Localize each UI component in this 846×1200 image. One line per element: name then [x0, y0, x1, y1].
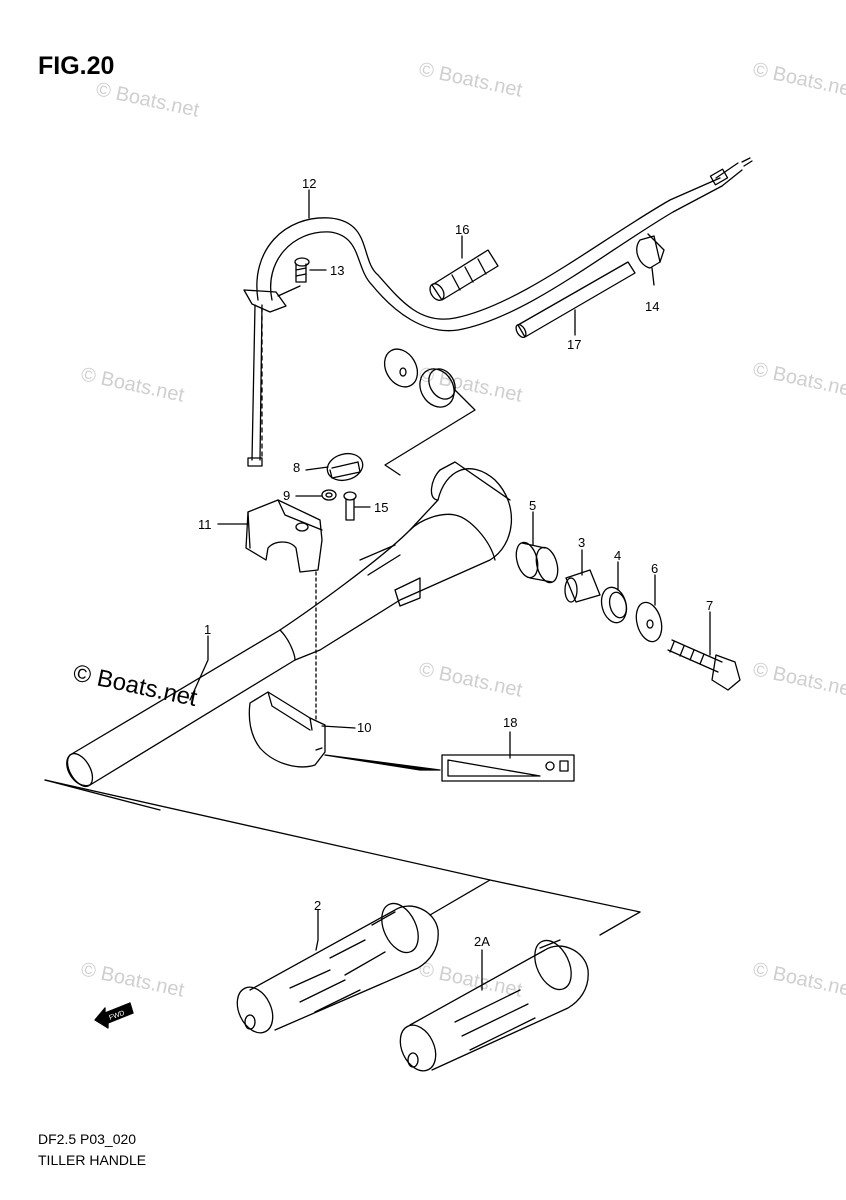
nut-9-part [321, 489, 337, 501]
sleeve-16-part [429, 249, 499, 301]
part-label: 17 [567, 337, 581, 352]
part-label: 18 [503, 715, 517, 730]
watermark: © Boats.net [71, 659, 200, 712]
grip-2a-part [399, 939, 589, 1072]
part-label: 12 [302, 176, 316, 191]
watermark: © Boats.net [417, 58, 525, 101]
watermark: © Boats.net [751, 358, 846, 401]
watermark: © Boats.net [79, 958, 187, 1001]
screw-15-part [343, 491, 357, 521]
part-label: 6 [651, 561, 658, 576]
bolt-7-part [667, 639, 741, 691]
throttle-cable-part [243, 157, 753, 467]
clamp-upper-11-part [245, 499, 323, 573]
grip-2-part [236, 902, 439, 1034]
part-labels: 1 2 2A 3 4 5 6 7 8 9 10 11 12 13 14 15 1… [198, 176, 713, 949]
part-label: 16 [455, 222, 469, 237]
washer-6-part [635, 601, 663, 643]
watermark: © Boats.net [751, 658, 846, 701]
part-label: 2A [474, 934, 490, 949]
washer-4-part [600, 586, 628, 624]
part-label: 4 [614, 548, 621, 563]
part-label: 9 [283, 488, 290, 503]
watermark: © Boats.net [94, 78, 202, 121]
clamp-lower-10-part [248, 691, 326, 768]
watermark: © Boats.net [751, 958, 846, 1001]
figure-title: FIG.20 [38, 52, 115, 80]
watermarks: © Boats.net © Boats.net © Boats.net © Bo… [71, 58, 846, 1001]
clamp-14-part [636, 233, 665, 286]
bushing-5-part [515, 541, 559, 584]
part-label: 11 [198, 517, 212, 532]
screw-13-part [294, 257, 310, 283]
figure-code: DF2.5 P03_020 [38, 1131, 137, 1147]
fwd-arrow-icon [94, 1002, 134, 1029]
cap-8-part [326, 452, 364, 482]
watermark: © Boats.net [417, 658, 525, 701]
decal-18-part [324, 754, 575, 782]
figure-name: TILLER HANDLE [38, 1152, 147, 1168]
part-label: 7 [706, 598, 713, 613]
part-label: 14 [645, 299, 659, 314]
watermark: © Boats.net [79, 363, 187, 406]
part-label: 15 [374, 500, 388, 515]
part-label: 1 [204, 622, 211, 637]
part-label: 2 [314, 898, 321, 913]
watermark: © Boats.net [751, 58, 846, 101]
part-label: 5 [529, 498, 536, 513]
washer-part [383, 348, 456, 408]
part-label: 10 [357, 720, 371, 735]
watermark: © Boats.net [417, 363, 525, 406]
part-label: 8 [293, 460, 300, 475]
part-label: 13 [330, 263, 344, 278]
tiller-arm-part [66, 461, 513, 788]
tube-17-part [515, 261, 636, 339]
part-label: 3 [578, 535, 585, 550]
